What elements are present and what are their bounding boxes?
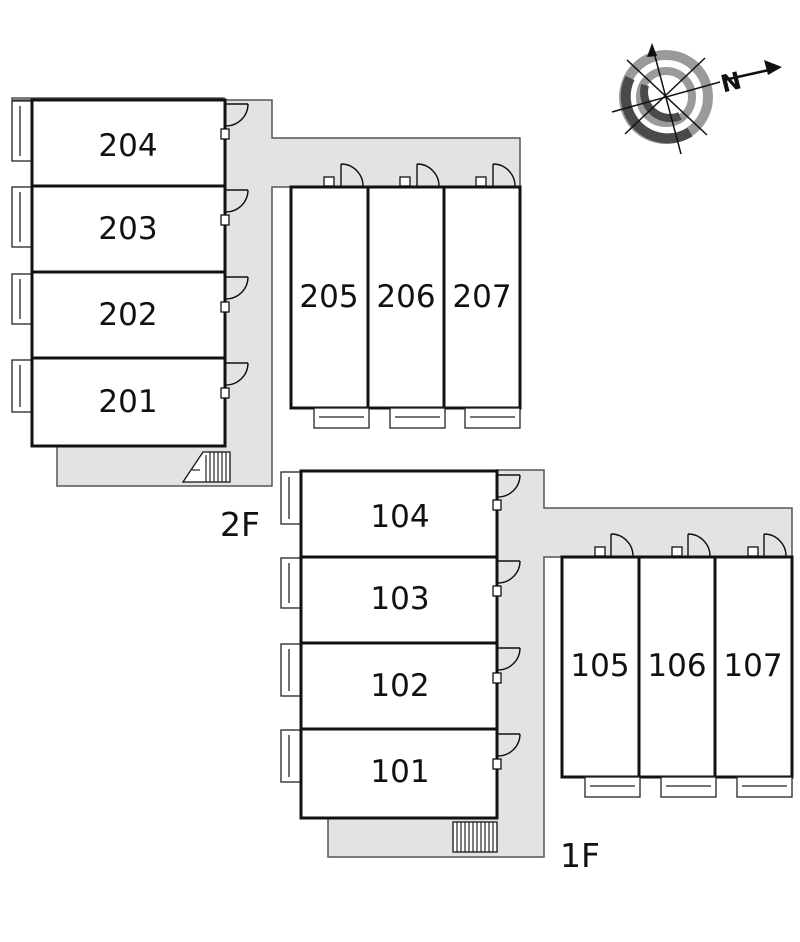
north-label: N bbox=[718, 66, 744, 98]
door-icon bbox=[220, 189, 249, 226]
balconies-2f-right bbox=[313, 407, 521, 429]
door-icon bbox=[594, 533, 634, 557]
door-icon bbox=[475, 163, 516, 187]
door-icon bbox=[492, 647, 521, 684]
floor-label-1f: 1F bbox=[560, 836, 600, 875]
corridor-2f bbox=[11, 97, 521, 487]
room-107 bbox=[713, 555, 794, 779]
door-icon bbox=[323, 163, 364, 187]
door-icon bbox=[220, 276, 249, 313]
rooms-1f-left: 104 103 102 101 bbox=[299, 469, 499, 820]
balconies-1f-left bbox=[280, 471, 302, 783]
doors-1f-right bbox=[594, 533, 787, 557]
room-label: 107 bbox=[723, 648, 782, 684]
room-101 bbox=[299, 727, 499, 820]
room-label: 205 bbox=[299, 279, 358, 315]
door-icon bbox=[671, 533, 711, 557]
rooms-2f-left: 204 203 202 201 bbox=[30, 98, 227, 448]
room-label: 104 bbox=[370, 499, 429, 535]
door-icon bbox=[492, 560, 521, 597]
room-201 bbox=[30, 356, 227, 448]
room-label: 105 bbox=[570, 648, 629, 684]
doors-2f-right bbox=[323, 163, 516, 187]
room-label: 106 bbox=[647, 648, 706, 684]
balconies-1f-right bbox=[584, 776, 793, 798]
room-label: 203 bbox=[98, 211, 157, 247]
stairs-icon bbox=[452, 821, 498, 853]
door-icon bbox=[492, 474, 521, 511]
room-label: 206 bbox=[376, 279, 435, 315]
room-205 bbox=[289, 185, 370, 410]
door-icon bbox=[747, 533, 787, 557]
door-icon bbox=[399, 163, 440, 187]
compass-icon: N bbox=[611, 43, 782, 155]
room-label: 207 bbox=[452, 279, 511, 315]
balconies-2f-left bbox=[11, 100, 33, 413]
doors-2f-left bbox=[220, 103, 249, 399]
room-label: 102 bbox=[370, 668, 429, 704]
room-label: 101 bbox=[370, 754, 429, 790]
rooms-1f-right: 105 106 107 bbox=[560, 555, 794, 779]
door-icon bbox=[492, 733, 521, 770]
room-104 bbox=[299, 469, 499, 559]
room-207 bbox=[442, 185, 522, 410]
floor-2f: 204 203 202 201 205 bbox=[11, 97, 522, 544]
rooms-2f-right: 205 206 207 bbox=[289, 185, 522, 410]
room-label: 204 bbox=[98, 128, 157, 164]
stairs-icon bbox=[181, 451, 231, 483]
room-label: 103 bbox=[370, 581, 429, 617]
door-icon bbox=[220, 103, 249, 140]
room-206 bbox=[366, 185, 446, 410]
floor-1f: 104 103 102 101 bbox=[280, 469, 794, 875]
room-204 bbox=[30, 98, 227, 188]
doors-1f-left bbox=[492, 474, 521, 770]
floor-label-2f: 2F bbox=[220, 505, 260, 544]
room-label: 201 bbox=[98, 384, 157, 420]
door-icon bbox=[220, 362, 249, 399]
room-label: 202 bbox=[98, 297, 157, 333]
